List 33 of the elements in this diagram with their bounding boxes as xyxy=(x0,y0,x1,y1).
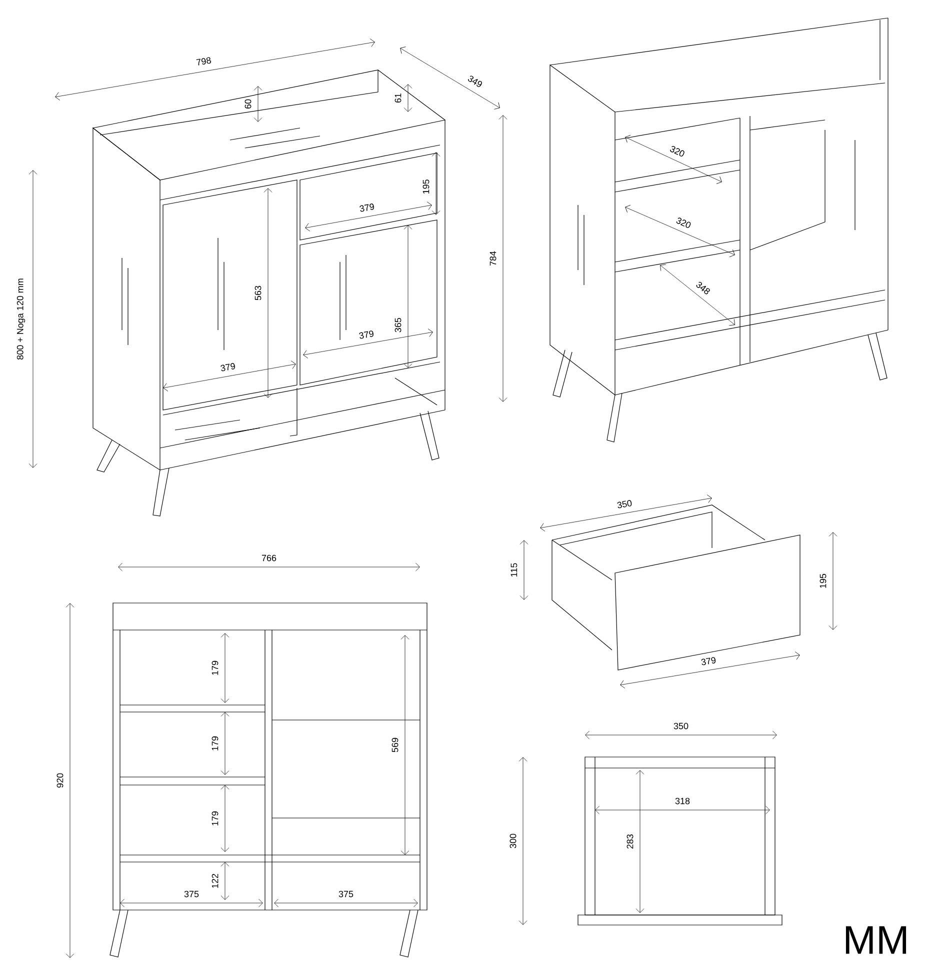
unit-label: MM xyxy=(846,926,906,954)
dimension-label: 320 xyxy=(676,218,691,228)
dimension-label: 350 xyxy=(674,722,688,730)
dimension-label: 300 xyxy=(510,834,516,848)
dimension-label: 375 xyxy=(184,890,199,898)
dimension-label: 179 xyxy=(212,811,218,826)
dimension-label: 569 xyxy=(392,738,398,752)
dimension-label: 195 xyxy=(820,574,826,588)
dimension-label: 348 xyxy=(696,282,710,294)
dimension-label: 195 xyxy=(422,180,430,194)
dimension-label: 365 xyxy=(394,318,402,332)
dimension-label: 179 xyxy=(212,736,218,750)
dimension-label: 61 xyxy=(394,93,402,103)
dimension-label: 920 xyxy=(56,773,64,788)
dimension-label: 379 xyxy=(359,330,374,339)
dimension-label: 563 xyxy=(254,286,262,300)
dimension-label: 122 xyxy=(212,874,218,888)
dimension-label: 179 xyxy=(212,660,218,675)
dimension-label: 800 + Noga 120 mm xyxy=(16,278,26,360)
dimension-label: 318 xyxy=(675,798,690,804)
dimension-label: 283 xyxy=(626,834,634,849)
dimension-label: 379 xyxy=(220,363,235,372)
dimension-label: 350 xyxy=(617,500,632,508)
dimension-label: 375 xyxy=(338,890,354,898)
dimension-label: 379 xyxy=(701,657,716,666)
dimension-label: 349 xyxy=(468,76,482,87)
dimension-label: 798 xyxy=(196,57,211,66)
dimension-label: 115 xyxy=(510,563,518,576)
dimension-label: 60 xyxy=(244,99,252,109)
dimension-label: 766 xyxy=(262,554,276,562)
dimension-label: 320 xyxy=(670,146,684,156)
dimension-label: 379 xyxy=(360,204,374,212)
dimension-label: 784 xyxy=(490,251,496,266)
